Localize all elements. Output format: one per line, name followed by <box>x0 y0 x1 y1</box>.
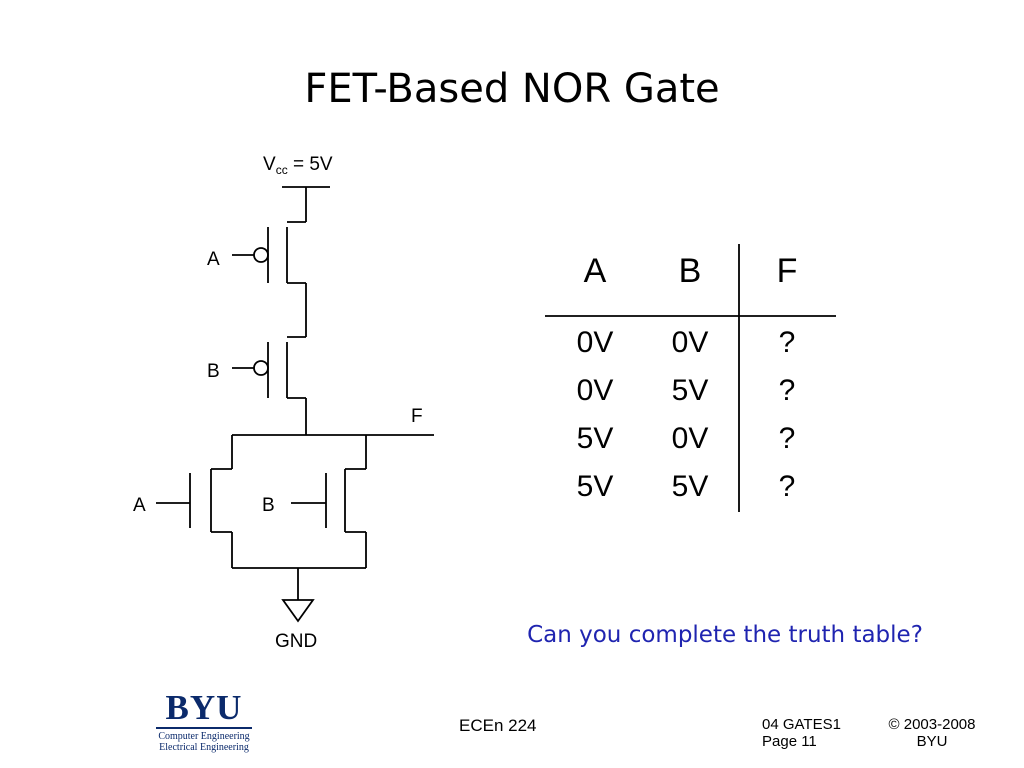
footer-deck-name: 04 GATES1 <box>762 716 841 733</box>
pmos-input-b-label: B <box>207 361 220 382</box>
logo-divider <box>156 727 252 729</box>
footer-copyright-owner: BYU <box>916 733 948 750</box>
nmos-transistor-b <box>291 435 367 568</box>
truth-table-header-a: A <box>583 252 607 290</box>
output-f-label: F <box>411 406 423 427</box>
nmos-transistor-a <box>156 435 233 568</box>
truth-table-cell: 5V <box>576 470 614 503</box>
truth-table-header-f: F <box>776 252 798 290</box>
vcc-subscript: cc <box>275 163 288 177</box>
truth-table-cell: ? <box>778 374 796 407</box>
truth-table-cell: 5V <box>671 374 709 407</box>
byu-logo: BYU Computer Engineering Electrical Engi… <box>152 690 256 753</box>
truth-table-cell: ? <box>778 326 796 359</box>
truth-table-cell: 0V <box>576 374 614 407</box>
ground-symbol <box>281 599 315 623</box>
truth-table-question: Can you complete the truth table? <box>527 622 923 648</box>
truth-table-cell: 5V <box>671 470 709 503</box>
ground-label: GND <box>275 631 318 652</box>
footer-deck-info: 04 GATES1 Page 11 <box>762 716 841 750</box>
footer-course: ECEn 224 <box>459 716 537 735</box>
vcc-label: Vcc = 5V <box>263 154 333 177</box>
truth-table-cell: 0V <box>671 422 709 455</box>
slide-title: FET-Based NOR Gate <box>304 66 720 112</box>
nmos-input-b-label: B <box>262 495 275 516</box>
truth-table-cell: 5V <box>576 422 614 455</box>
truth-table-cell: 0V <box>671 326 709 359</box>
truth-table-cell: 0V <box>576 326 614 359</box>
truth-table-cell: ? <box>778 470 796 503</box>
truth-table-header-b: B <box>678 252 702 290</box>
pmos-transistor-a <box>232 221 306 284</box>
truth-table-cell: ? <box>778 422 796 455</box>
pmos-transistor-b <box>232 336 306 399</box>
footer-copyright-years: © 2003-2008 <box>888 716 976 733</box>
pmos-input-a-label: A <box>207 249 220 270</box>
vcc-symbol: V <box>263 154 276 175</box>
nmos-input-a-label: A <box>133 495 146 516</box>
footer-copyright: © 2003-2008 BYU <box>880 716 984 750</box>
logo-department-line2: Electrical Engineering <box>159 742 249 753</box>
vcc-value: = 5V <box>287 154 333 175</box>
footer-page-number: Page 11 <box>762 733 817 750</box>
logo-department-line1: Computer Engineering <box>158 731 250 742</box>
byu-logo-mark: BYU <box>165 688 243 727</box>
